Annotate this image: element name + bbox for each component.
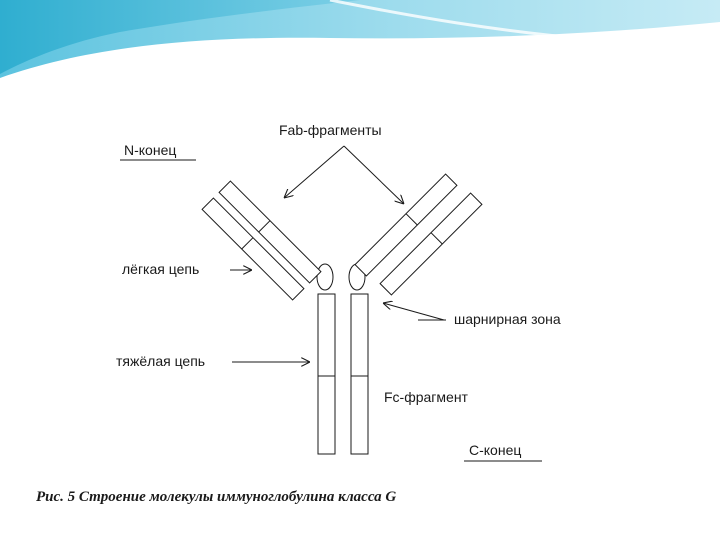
fab-arm-right-heavy xyxy=(354,173,458,277)
banner-wave-highlight xyxy=(329,0,720,44)
hinge-region-label: шарнирная зона xyxy=(454,311,561,327)
banner-wave-dark xyxy=(0,0,360,74)
n-end-label: N-конец xyxy=(124,142,176,158)
hinge-loop-left xyxy=(316,263,334,291)
fab-pointer-right xyxy=(343,145,404,204)
heavy-chain-right xyxy=(350,293,369,455)
figure-caption: Рис. 5 Строение молекулы иммуноглобулина… xyxy=(36,489,397,505)
header-wave-banner xyxy=(0,0,720,78)
hinge-arrow xyxy=(383,303,445,321)
fab-pointer-left xyxy=(284,145,345,198)
fab-arm-left-heavy xyxy=(218,180,322,284)
heavy-chain-left xyxy=(317,293,336,455)
light-chain-label: лёгкая цепь xyxy=(122,261,199,277)
c-end-label: С-конец xyxy=(469,442,521,458)
fab-arm-right-light xyxy=(379,192,483,296)
fc-fragment-label: Fc-фрагмент xyxy=(384,389,469,405)
heavy-chain-label: тяжёлая цепь xyxy=(116,353,205,369)
fab-arm-left-light xyxy=(201,197,305,301)
fab-fragments-label: Fab-фрагменты xyxy=(279,122,382,138)
